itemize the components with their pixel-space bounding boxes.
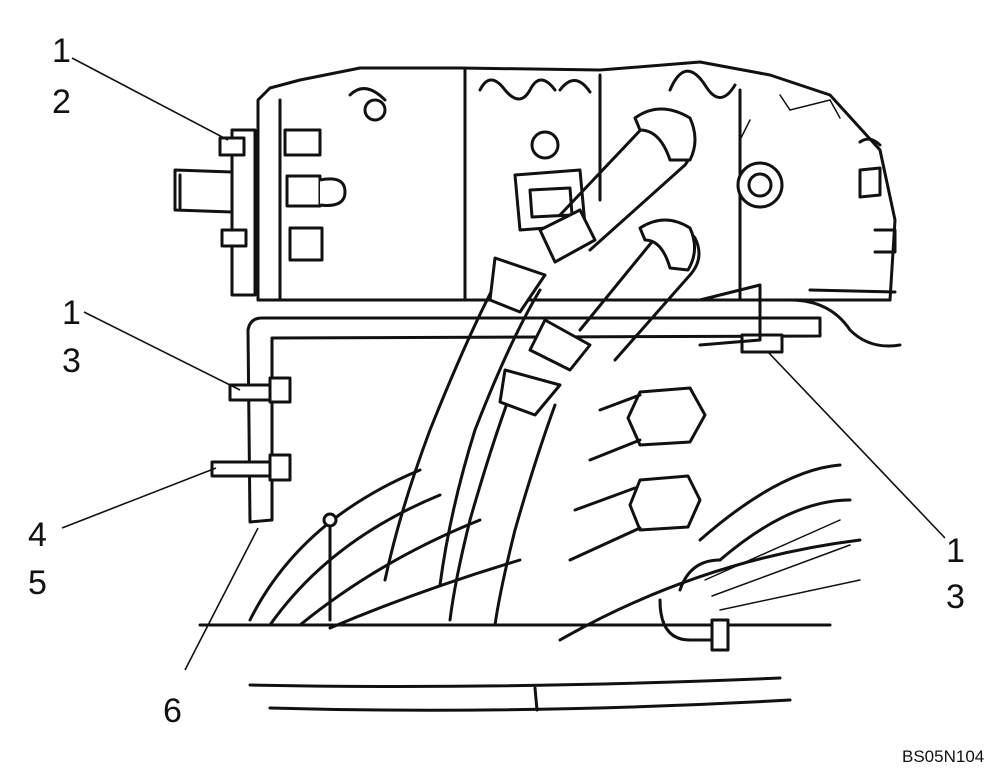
- leader-mid-left: [83, 311, 241, 391]
- solenoid-cap: [173, 128, 347, 297]
- callout-2: 2: [52, 83, 71, 121]
- hydraulic-hoses: [383, 107, 701, 627]
- mounting-bracket: [210, 283, 822, 524]
- leader-top-left: [71, 57, 229, 141]
- lower-fittings: [568, 386, 707, 562]
- callout-3-right: 3: [946, 578, 965, 616]
- callout-3-mid: 3: [62, 342, 81, 380]
- figure-code: BS05N104: [902, 747, 984, 766]
- callout-5: 5: [28, 564, 47, 602]
- leader-bottom: [184, 527, 259, 671]
- valve-block: [256, 60, 897, 302]
- callout-4: 4: [28, 516, 47, 554]
- leader-lines: [61, 57, 946, 671]
- callout-1-right: 1: [946, 532, 965, 570]
- callout-1-top: 1: [52, 32, 71, 70]
- leader-right: [767, 351, 946, 539]
- leader-lower-left: [61, 467, 217, 529]
- lower-hoses: [198, 288, 902, 712]
- callout-6: 6: [163, 692, 182, 730]
- callout-1-mid: 1: [62, 294, 81, 332]
- callout-labels: 1 2 1 3 4 5 6 1 3: [28, 32, 965, 730]
